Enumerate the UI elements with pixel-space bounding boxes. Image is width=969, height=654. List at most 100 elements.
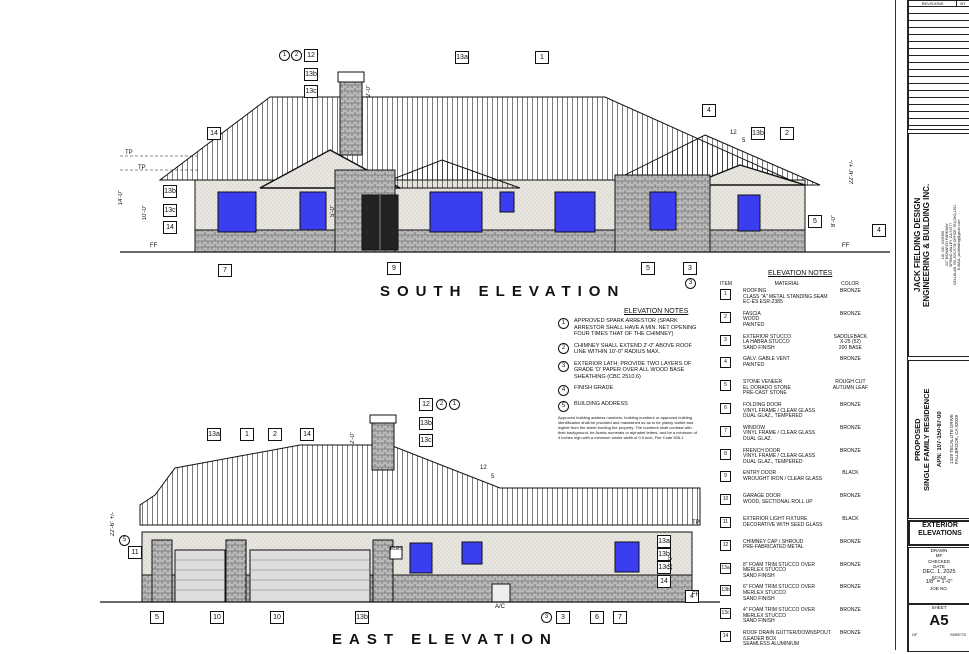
legend-title: ELEVATION NOTES: [768, 270, 833, 277]
note-text: BUILDING ADDRESS: [574, 401, 628, 407]
south-material-tag: 13b: [304, 68, 318, 81]
height-dim: 10'-0": [668, 555, 674, 571]
ff-label: FF: [692, 592, 700, 598]
legend-header: ITEM: [720, 281, 732, 287]
south-note-circle: 2: [291, 50, 302, 61]
legend-material: ROOF DRAIN GUTTER/DOWNSPOUT /LEADER BOX …: [743, 629, 831, 648]
job-label: JOB NO.: [929, 585, 948, 591]
address-note: Approved building address numbers, build…: [558, 415, 697, 440]
east-material-tag: 13b: [419, 417, 433, 430]
legend-item-number: 12: [720, 539, 731, 551]
drawn-label: DRAWN: [930, 548, 948, 553]
roof-pitch: 5: [742, 138, 746, 144]
height-dim: 2'-0": [366, 85, 372, 97]
legend-material: 6" FOAM TRIM STUCCO OVER MERLEX STUCCO S…: [743, 584, 815, 602]
legend-color: BLACK: [842, 470, 859, 477]
south-material-tag: 1: [535, 51, 549, 64]
legend-material: 4" FOAM TRIM STUCCO OVER MERLEX STUCCO S…: [743, 607, 815, 625]
east-material-tag: 14: [300, 428, 314, 441]
east-elevation-drawing: [100, 414, 720, 603]
note-text: CHIMNEY SHALL EXTEND 2'-0" ABOVE ROOF LI…: [574, 342, 692, 356]
legend-color: BRONZE: [840, 424, 861, 431]
tp-label: TP: [138, 165, 146, 171]
legend-item-number: 7: [720, 425, 731, 437]
east-material-tag: 3: [556, 611, 570, 624]
legend-row: 11 EXTERIOR LIGHT FIXTURE DECORATIVE WITH…: [720, 515, 868, 540]
legend-color: BRONZE: [840, 538, 861, 545]
revisions-label: REVISIONS: [921, 1, 944, 6]
legend-material: EXTERIOR STUCCO LA HABRA STUCCO SAND FIN…: [743, 333, 792, 351]
sheet-title: EXTERIOR ELEVATIONS: [908, 520, 969, 546]
ff-label: FF: [842, 243, 850, 249]
legend-color: SADDLEBACK X-25 (52) 200 BASE: [833, 333, 868, 351]
east-material-tag: 2: [268, 428, 282, 441]
project-address: 1429 TECALOTE DRIVE FALLBROOK, CA 92028: [949, 414, 959, 465]
drawing-info-box: DRAWN MF CHECKED DATE DEC. 1, 2025 SCALE…: [908, 547, 969, 604]
height-dim: 10'-0": [142, 205, 148, 221]
legend-item-number: 9: [720, 471, 731, 483]
east-material-tag: 13b: [355, 611, 369, 624]
tp-label: TP: [125, 150, 133, 156]
south-note-circle: 1: [279, 50, 290, 61]
east-material-tag: 13c: [419, 434, 433, 447]
legend-item-number: 13b: [720, 585, 731, 597]
ff-label: FF: [150, 243, 158, 249]
height-dim: 2'-0": [350, 432, 356, 444]
note-number: 3: [558, 360, 569, 372]
height-dim: 5'-0": [330, 205, 336, 217]
east-material-tag: 13b: [657, 548, 671, 561]
by-label: BY: [956, 1, 969, 6]
legend-color: BRONZE: [840, 584, 861, 591]
legend-material: STONE VENEER EL DORADO STONE PRE-CAST ST…: [743, 379, 791, 397]
roof-pitch: 12: [730, 130, 737, 136]
legend-color: BRONZE: [840, 447, 861, 454]
legend-item-number: 10: [720, 494, 731, 506]
height-dim: 14'-0": [118, 190, 124, 206]
legend-item-number: 11: [720, 516, 731, 528]
note-number: 1: [558, 318, 569, 329]
height-dim: 22'-6" +/-: [110, 512, 116, 537]
company-contact: LIC. NO. 1009366 227 MONARCH PARKWAY SPR…: [941, 204, 961, 286]
title-block: [907, 0, 969, 652]
legend-color: BRONZE: [840, 356, 861, 363]
south-material-tag: 13b: [751, 127, 765, 140]
legend-color: BRONZE: [840, 561, 861, 568]
east-material-tag: 10: [270, 611, 284, 624]
legend-material: ROOFING CLASS "A" METAL STANDING SEAM EC…: [743, 288, 828, 306]
note-text: FINISH GRADE: [574, 385, 614, 391]
legend-color: BRONZE: [840, 607, 861, 614]
tp-label: TP: [692, 520, 700, 526]
legend-material: FRENCH DOOR VINYL FRAME / CLEAR GLASS DU…: [743, 447, 816, 465]
legend-material: GARAGE DOOR WOOD, SECTIONAL ROLL UP: [743, 493, 813, 505]
east-note-circle: 5: [119, 535, 130, 546]
revisions-box: REVISIONS BY: [908, 0, 969, 130]
legend-item-number: 2: [720, 311, 731, 323]
legend-color: BRONZE: [840, 401, 861, 408]
legend-color: BRONZE: [840, 493, 861, 500]
east-material-tag: 5: [150, 611, 164, 624]
drawn-by: MF: [935, 553, 943, 559]
note-number: 5: [558, 401, 569, 412]
legend-material: EXTERIOR LIGHT FIXTURE DECORATIVE WITH S…: [743, 515, 823, 528]
legend-color: ROUGH CUT AUTUMN LEAF: [832, 379, 868, 391]
south-material-tag: 13c: [163, 204, 177, 217]
sheet-number-box: SHEET A5 OF SHEETS: [908, 604, 969, 652]
company-name: JACK FIELDING DESIGN ENGINEERING & BUILD…: [913, 183, 931, 307]
south-material-tag: 5: [808, 215, 822, 228]
east-material-tag: 4: [685, 590, 699, 603]
legend-material: GALV. GABLE VENT PAINTED: [743, 356, 790, 368]
east-note-circle: 1: [449, 399, 460, 410]
elec-label: ELEC: [390, 546, 404, 552]
sheet-number: A5: [929, 612, 949, 629]
south-material-tag: 12: [304, 49, 318, 62]
